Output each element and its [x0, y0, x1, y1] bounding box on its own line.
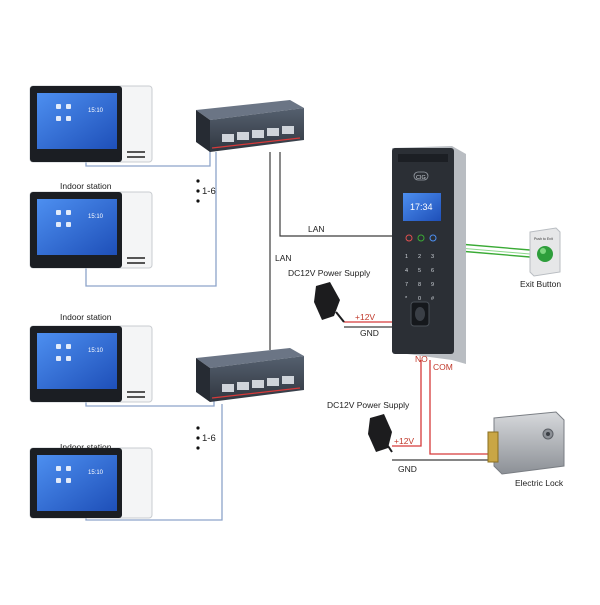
- key-3: 3: [431, 254, 434, 260]
- power-supply-label-2: DC12V Power Supply: [327, 400, 410, 410]
- indoor-station-4: [29, 447, 153, 519]
- door-station-keypad: 1 2 3 4 5 6 7 8 9 * 0 #: [405, 254, 435, 302]
- indoor-screen-times: 15:10 15:10 15:10 15:10: [88, 108, 104, 476]
- indoor-station-label-3: Indoor station: [60, 442, 112, 452]
- poe-switch-1: [196, 100, 304, 152]
- door-station: 17:34 CIG 1 2 3 4 5 6 7 8 9 * 0 #: [392, 146, 466, 364]
- plus12v-label-2: +12V: [394, 436, 415, 446]
- electric-lock: [487, 411, 565, 475]
- door-station-time: 17:34: [410, 202, 433, 212]
- key-7: 7: [405, 282, 408, 288]
- indoor-time-2: 15:10: [88, 214, 104, 220]
- key-4: 4: [405, 268, 408, 274]
- exit-button-text: Push to Exit: [534, 237, 553, 241]
- key-star: *: [405, 296, 408, 302]
- indoor-station-2: [29, 191, 153, 269]
- range-dots: [196, 179, 200, 450]
- indoor-screen-icons: [56, 104, 71, 483]
- lan-label-1: LAN: [308, 224, 325, 234]
- indoor-station-label-1: Indoor station: [60, 181, 112, 191]
- poe-switch-2: [196, 348, 304, 402]
- power-supply-1: [314, 282, 345, 323]
- gnd-label-2: GND: [398, 464, 417, 474]
- backbone-wires: [269, 152, 398, 350]
- indoor-time-1: 15:10: [88, 108, 104, 114]
- key-hash: #: [431, 296, 435, 302]
- key-0: 0: [418, 296, 421, 302]
- power-supply-2: [368, 414, 393, 453]
- com-label: COM: [433, 362, 453, 372]
- indoor-time-4: 15:10: [88, 470, 104, 476]
- indoor-station-label-2: Indoor station: [60, 312, 112, 322]
- exit-button: Push to Exit: [529, 227, 561, 277]
- key-1: 1: [405, 254, 408, 260]
- indoor-station-3: [29, 325, 153, 403]
- indoor-station-1: [29, 85, 153, 163]
- electric-lock-label: Electric Lock: [515, 478, 564, 488]
- key-2: 2: [418, 254, 421, 260]
- indoor-time-3: 15:10: [88, 348, 104, 354]
- door-station-brand: CIG: [416, 175, 426, 181]
- plus12v-label-1: +12V: [355, 312, 376, 322]
- power-supply-label-1: DC12V Power Supply: [288, 268, 371, 278]
- exit-wires: [458, 243, 531, 258]
- power-wires-1: [344, 321, 400, 328]
- range-label-1: 1-6: [202, 186, 216, 197]
- key-8: 8: [418, 282, 421, 288]
- lan-label-2: LAN: [275, 253, 292, 263]
- exit-button-label: Exit Button: [520, 279, 562, 289]
- no-label: NO: [415, 354, 428, 364]
- key-9: 9: [431, 282, 434, 288]
- lock-wires: [392, 360, 492, 461]
- gnd-label-1: GND: [360, 328, 379, 338]
- key-6: 6: [431, 268, 434, 274]
- key-5: 5: [418, 268, 421, 274]
- range-label-2: 1-6: [202, 433, 216, 444]
